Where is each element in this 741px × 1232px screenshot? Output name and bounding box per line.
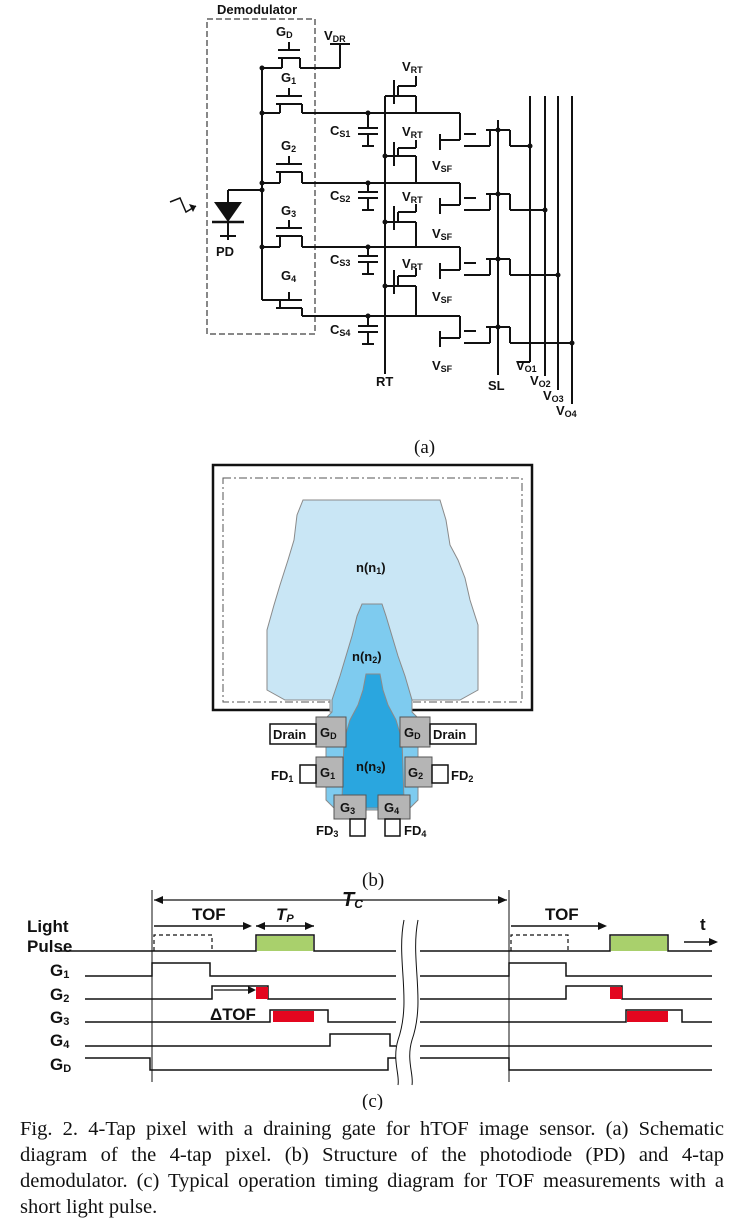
cs1-label: CS1 bbox=[330, 123, 350, 139]
cs2-label: CS2 bbox=[330, 188, 350, 204]
g4-row-label: G4 bbox=[50, 1031, 70, 1051]
vo1-label: VO1 bbox=[516, 358, 537, 374]
g1-row-label: G1 bbox=[50, 961, 69, 981]
gate-g3: G3 bbox=[333, 794, 367, 820]
svg-text:G4: G4 bbox=[384, 800, 399, 816]
g3-row-label: G3 bbox=[50, 1008, 69, 1028]
svg-text:Drain: Drain bbox=[273, 727, 306, 742]
timing-diagram: Light Pulse G1 G2 G3 G4 GD TOF TOF TP TC… bbox=[27, 889, 718, 1110]
gate-gd-left: GD bbox=[315, 716, 347, 748]
sl-label: SL bbox=[488, 378, 505, 393]
n3-label: n(n3) bbox=[356, 759, 386, 775]
n2-label: n(n2) bbox=[352, 649, 382, 665]
rt-label: RT bbox=[376, 374, 393, 389]
gate-g2: G2 bbox=[404, 756, 433, 788]
g1-label: G1 bbox=[281, 70, 296, 86]
tp-label: TP bbox=[276, 905, 294, 925]
pd-structure: GD GD G1 G2 G3 G4 Drain Drain FD1 FD2 FD… bbox=[211, 463, 534, 891]
tof-label-1: TOF bbox=[192, 905, 226, 924]
junction-dots bbox=[259, 65, 575, 346]
schematic-diagram bbox=[206, 18, 573, 404]
g2-label: G2 bbox=[281, 138, 296, 154]
gd-label: GD bbox=[276, 24, 293, 40]
schematic-labels: Demodulator GD VDR G1 G2 G3 G4 PD VRT VR… bbox=[216, 2, 577, 458]
vsf-label-1: VSF bbox=[432, 158, 453, 174]
tof-label-2: TOF bbox=[545, 905, 579, 924]
drain-right: Drain bbox=[429, 723, 477, 745]
vsf-label-2: VSF bbox=[432, 226, 453, 242]
photodiode-symbol bbox=[169, 197, 244, 237]
svg-text:GD: GD bbox=[320, 725, 337, 741]
svg-text:GD: GD bbox=[404, 725, 421, 741]
gate-gd-right: GD bbox=[399, 716, 431, 748]
vo4-label: VO4 bbox=[556, 403, 577, 419]
gate-g4: G4 bbox=[377, 794, 411, 820]
pulse-label: Pulse bbox=[27, 937, 72, 956]
vo2-label: VO2 bbox=[530, 373, 551, 389]
vrt-label-2: VRT bbox=[402, 124, 423, 140]
light-label: Light bbox=[27, 917, 69, 936]
n1-label: n(n1) bbox=[356, 560, 386, 576]
dtof-label: ΔTOF bbox=[210, 1005, 256, 1024]
svg-text:G2: G2 bbox=[408, 765, 423, 781]
svg-text:G1: G1 bbox=[320, 765, 335, 781]
sublabel-a: (a) bbox=[414, 437, 435, 458]
sublabel-c: (c) bbox=[362, 1091, 383, 1110]
pd-label: PD bbox=[216, 244, 234, 259]
g4-label: G4 bbox=[281, 268, 296, 284]
caption-text: Fig. 2. 4-Tap pixel with a draining gate… bbox=[20, 1118, 724, 1218]
figure-caption: Fig. 2. 4-Tap pixel with a draining gate… bbox=[20, 1116, 724, 1220]
fd1-label: FD1 bbox=[271, 768, 293, 784]
cs3-label: CS3 bbox=[330, 252, 350, 268]
vo3-label: VO3 bbox=[543, 388, 564, 404]
vdr-label: VDR bbox=[324, 28, 346, 44]
fd3-label: FD3 bbox=[316, 823, 338, 839]
g3-label: G3 bbox=[281, 203, 296, 219]
vsf-label-3: VSF bbox=[432, 289, 453, 305]
cs4-label: CS4 bbox=[330, 322, 350, 338]
svg-text:Drain: Drain bbox=[433, 727, 466, 742]
vrt-label-4: VRT bbox=[402, 256, 423, 272]
sublabel-b: (b) bbox=[362, 870, 384, 891]
gate-g1: G1 bbox=[315, 756, 344, 788]
vrt-label-1: VRT bbox=[402, 59, 423, 75]
figure-2: Demodulator GD VDR G1 G2 G3 G4 PD VRT VR… bbox=[27, 2, 718, 1110]
drain-left: Drain bbox=[269, 723, 317, 745]
g2-row-label: G2 bbox=[50, 985, 69, 1005]
svg-text:G3: G3 bbox=[340, 800, 355, 816]
vsf-label-4: VSF bbox=[432, 358, 453, 374]
tc-label: TC bbox=[342, 889, 363, 911]
gd-row-label: GD bbox=[50, 1055, 71, 1075]
time-axis-label: t bbox=[700, 915, 706, 934]
fd4-label: FD4 bbox=[404, 823, 426, 839]
vrt-label-3: VRT bbox=[402, 189, 423, 205]
demodulator-label: Demodulator bbox=[217, 2, 297, 17]
fd2-label: FD2 bbox=[451, 768, 473, 784]
